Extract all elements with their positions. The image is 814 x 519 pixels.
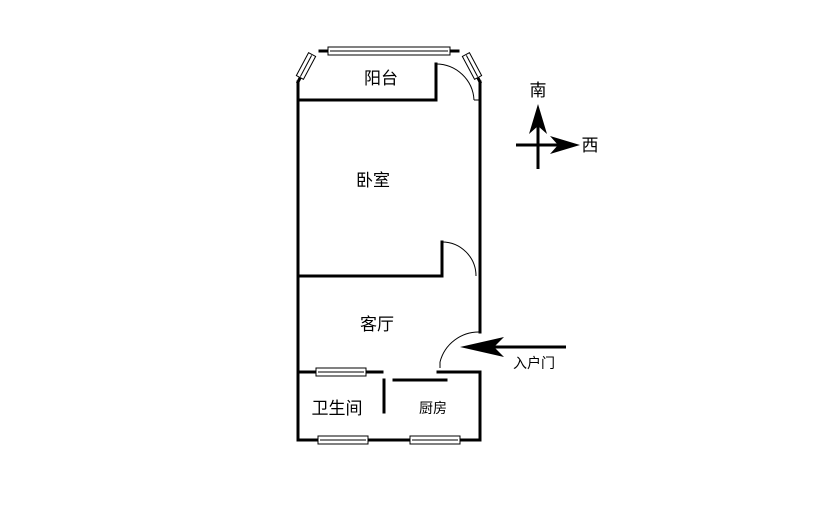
entrance-arrow bbox=[460, 337, 566, 357]
balcony-label: 阳台 bbox=[364, 69, 398, 89]
bedroom-label: 卧室 bbox=[356, 171, 390, 191]
bathroom-label: 卫生间 bbox=[312, 399, 363, 419]
balcony-window-right bbox=[461, 51, 483, 81]
bedroom-door-swing bbox=[441, 241, 477, 277]
entrance-door-swing bbox=[439, 331, 481, 363]
living-room-label: 客厅 bbox=[360, 315, 394, 335]
kitchen-label: 厨房 bbox=[419, 401, 447, 417]
balcony-door-swing bbox=[435, 63, 475, 101]
balcony-window-left bbox=[295, 51, 317, 81]
entrance-label: 入户门 bbox=[513, 355, 555, 372]
compass-south-label: 南 bbox=[530, 81, 547, 101]
compass bbox=[516, 104, 580, 169]
compass-west-label: 西 bbox=[582, 136, 599, 156]
